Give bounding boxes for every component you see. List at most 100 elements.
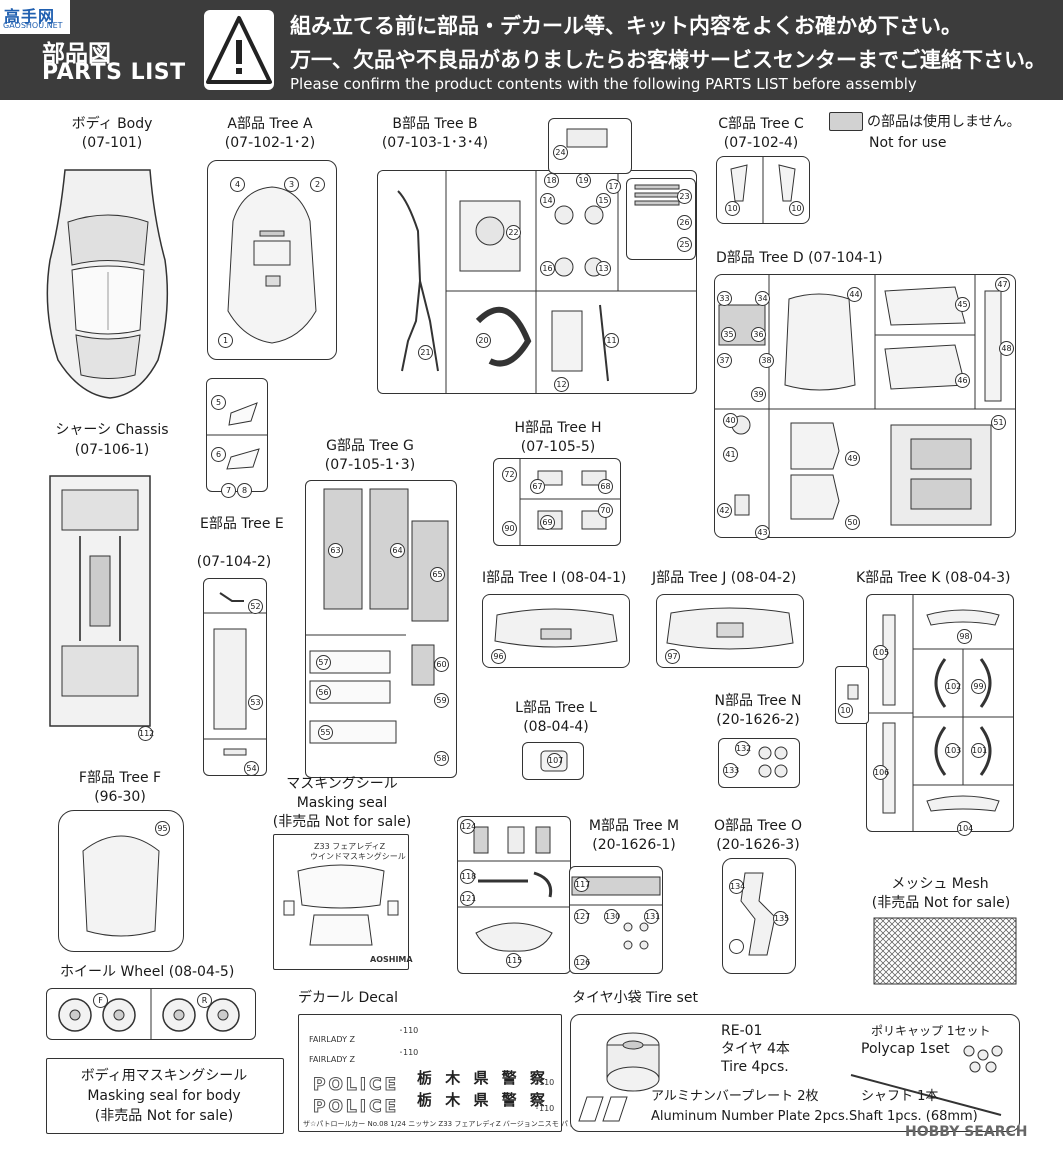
part-53: 53 bbox=[248, 695, 263, 710]
runner-tree-o: 134 135 bbox=[722, 858, 796, 974]
part-38: 38 bbox=[759, 353, 774, 368]
body-masking-jp: ボディ用マスキングシール bbox=[80, 1068, 248, 1084]
decal-prefecture-2: 栃 木 県 警 察 bbox=[417, 1091, 549, 1109]
tire-jp: タイヤ 4本 bbox=[721, 1041, 790, 1057]
part-91: 96 bbox=[491, 649, 506, 664]
part-51: 51 bbox=[991, 415, 1006, 430]
part-132: 133 bbox=[723, 763, 739, 778]
tire-re01: RE-01 bbox=[721, 1023, 763, 1039]
group-label-tree-e: E部品 Tree E bbox=[200, 514, 284, 534]
logo-subtext: GAOSHOU.NET bbox=[3, 21, 63, 30]
tree-j-drawing bbox=[666, 607, 794, 650]
part-57: 57 bbox=[316, 655, 331, 670]
group-label-tree-a: A部品 Tree A bbox=[227, 116, 313, 132]
group-code-body: (07-101) bbox=[81, 135, 143, 151]
part-43: 43 bbox=[755, 525, 770, 540]
part-19: 17 bbox=[606, 179, 621, 194]
decal-police-1: POLICE bbox=[312, 1075, 400, 1096]
masking-seal-sheet: Z33 フェアレディZ ウインドマスキングシール AOSHIMA bbox=[273, 834, 413, 970]
part-2: 2 bbox=[310, 177, 325, 192]
part-12: 10 bbox=[789, 201, 804, 216]
part-72: 90 bbox=[502, 521, 517, 536]
group-code-chassis: (07-106-1) bbox=[74, 442, 150, 458]
watermark: HOBBY SEARCH bbox=[905, 1124, 1028, 1140]
warning-triangle-icon bbox=[204, 10, 274, 90]
legend-en: Not for use bbox=[869, 135, 947, 151]
tire-en: Tire 4pcs. bbox=[721, 1059, 789, 1075]
decal-police-2: POLICE bbox=[312, 1097, 400, 1118]
part-44: 44 bbox=[847, 287, 862, 302]
part-110: 115 bbox=[506, 953, 522, 968]
logo-text: 高手网 bbox=[4, 7, 56, 26]
group-code-tree-o: (20-1626-3) bbox=[716, 837, 800, 853]
part-41: 41 bbox=[723, 447, 738, 462]
parts-list-title-jp: 部品図 bbox=[42, 41, 111, 67]
legend-jp: の部品は使用しません。 bbox=[867, 114, 1021, 130]
group-label-wheel: ホイール Wheel (08-04-5) bbox=[60, 964, 235, 980]
part-98: 104 bbox=[957, 821, 973, 836]
part-55: 55 bbox=[318, 725, 333, 740]
group-label-chassis: シャーシ Chassis bbox=[55, 422, 169, 438]
group-label-tree-f: F部品 Tree F bbox=[78, 770, 162, 786]
part-52: 52 bbox=[248, 599, 263, 614]
part-60: 60 bbox=[434, 657, 449, 672]
tire-set-drawing bbox=[578, 1032, 1003, 1122]
warning-text-jp-1: 組み立てる前に部品・デカール等、キット内容をよくお確かめ下さい。 bbox=[290, 14, 962, 38]
part-102: 107 bbox=[547, 753, 563, 768]
part-36: 36 bbox=[751, 327, 766, 342]
runner-wheel: F R bbox=[46, 988, 256, 1040]
group-label-masking: マスキングシール bbox=[286, 776, 398, 792]
part-34: 34 bbox=[755, 291, 770, 306]
part-40: 40 bbox=[723, 413, 738, 428]
decal-plate-4: ･110 bbox=[535, 1104, 555, 1113]
group-code-tree-n: (20-1626-2) bbox=[716, 712, 800, 728]
plate-en: Aluminum Number Plate 2pcs. bbox=[651, 1109, 849, 1124]
group-label-tree-n: N部品 Tree N bbox=[714, 693, 802, 709]
group-code-mesh: (非売品 Not for sale) bbox=[871, 895, 1011, 911]
part-33: 33 bbox=[717, 291, 732, 306]
part-67: 67 bbox=[530, 479, 545, 494]
site-logo: 高手网 GAOSHOU.NET bbox=[0, 0, 70, 34]
part-28: 26 bbox=[677, 215, 692, 230]
body-drawing bbox=[46, 169, 169, 399]
part-131: 132 bbox=[735, 741, 751, 756]
part-95: 101 bbox=[971, 743, 987, 758]
decal-sheet: FAIRLADY Z FAIRLADY Z ･110 ･110 栃 木 県 警 … bbox=[298, 1014, 621, 1132]
warning-text-en: Please confirm the product contents with… bbox=[290, 75, 917, 93]
part-39: 39 bbox=[751, 387, 766, 402]
part-70: 70 bbox=[598, 503, 613, 518]
runner-tree-i: 96 bbox=[482, 594, 630, 668]
part-63: 63 bbox=[328, 543, 343, 558]
decal-plate-2: ･110 bbox=[399, 1048, 419, 1057]
runner-tree-b-right: 23 26 25 bbox=[626, 178, 696, 260]
runner-tree-g: 63 64 65 57 56 55 60 59 58 bbox=[305, 480, 457, 778]
runner-tree-c: 10 10 bbox=[716, 156, 810, 224]
tree-e-name: E部品 Tree E bbox=[200, 516, 284, 532]
part-59: 59 bbox=[434, 693, 449, 708]
runner-tree-n: 132 133 bbox=[718, 738, 800, 788]
tree-i-drawing bbox=[494, 608, 618, 648]
part-133: 134 bbox=[729, 879, 745, 894]
group-label-tree-l: L部品 Tree L bbox=[515, 700, 597, 716]
part-25: 23 bbox=[677, 189, 692, 204]
part-134: 135 bbox=[773, 911, 789, 926]
part-123: 127 bbox=[574, 909, 590, 924]
plate-jp: アルミナンバープレート 2枚 bbox=[651, 1089, 819, 1104]
part-10: 10 bbox=[838, 703, 853, 718]
part-13: 11 bbox=[604, 333, 619, 348]
part-47: 47 bbox=[995, 277, 1010, 292]
part-124: 130 bbox=[604, 909, 620, 924]
part-14: 12 bbox=[554, 377, 569, 392]
group-label-tree-d: D部品 Tree D (07-104-1) bbox=[716, 250, 883, 266]
part-64: 64 bbox=[390, 543, 405, 558]
part-99: 105 bbox=[873, 645, 889, 660]
group-code-masking: Masking seal bbox=[296, 795, 388, 811]
part-113: 118 bbox=[460, 869, 476, 884]
part-6: 6 bbox=[211, 447, 226, 462]
runner-tree-f: 95 bbox=[58, 810, 184, 952]
part-90: 95 bbox=[155, 821, 170, 836]
polycap-jp: ポリキャップ 1セット bbox=[871, 1024, 991, 1038]
part-92: 97 bbox=[665, 649, 680, 664]
part-45: 45 bbox=[955, 297, 970, 312]
tree-e-drawing bbox=[204, 592, 266, 756]
